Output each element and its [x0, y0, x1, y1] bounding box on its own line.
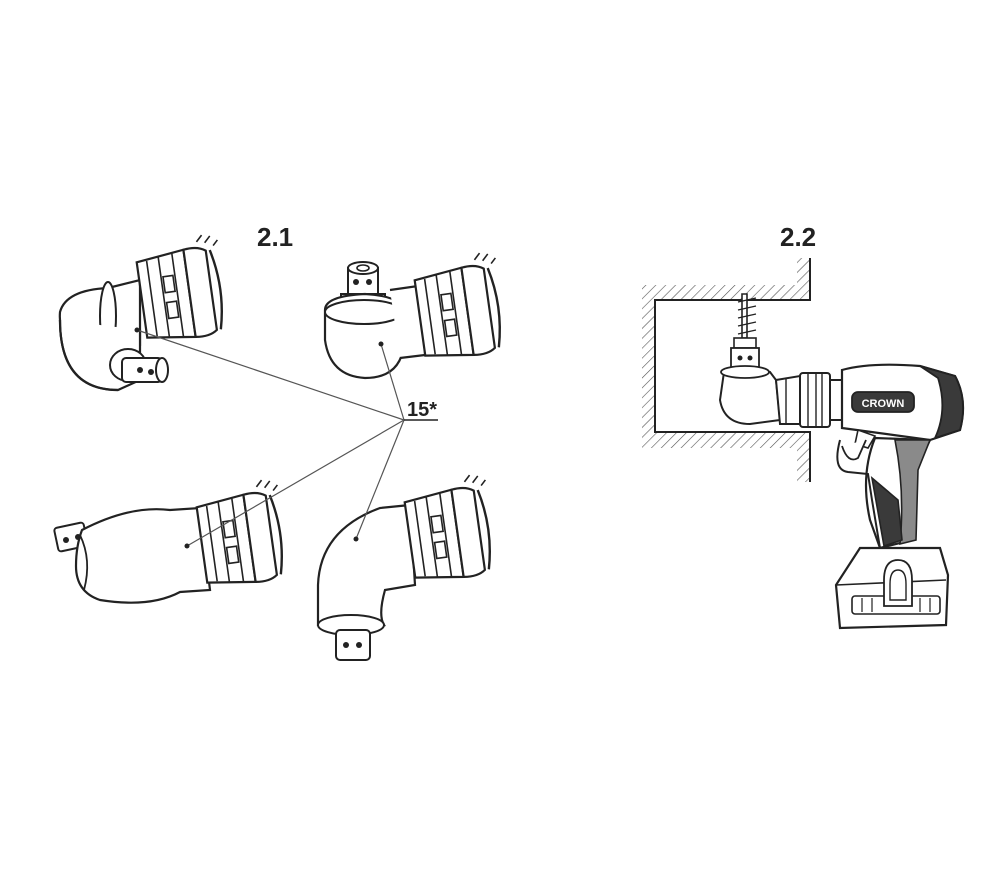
- figure-2-2: CROWN: [642, 258, 965, 630]
- figure-label-2-2: 2.2: [780, 222, 817, 252]
- screw: [730, 293, 760, 371]
- head-upper-left: [58, 231, 232, 392]
- brand-logo-text: CROWN: [862, 398, 905, 410]
- drill-body: CROWN: [836, 363, 965, 550]
- drill-chuck: [799, 372, 843, 428]
- head-upper-right: [323, 249, 510, 380]
- angle-attachment: [718, 365, 801, 426]
- figure-label-2-1: 2.1: [257, 222, 294, 252]
- confined-space-wall: [642, 258, 811, 482]
- angle-step-label: 15*: [407, 399, 438, 421]
- head-lower-right: [316, 471, 500, 661]
- battery-pack: [834, 546, 950, 630]
- angle-leader-lines: [136, 329, 438, 547]
- figure-2-1: [53, 231, 510, 661]
- head-lower-left: [53, 476, 292, 604]
